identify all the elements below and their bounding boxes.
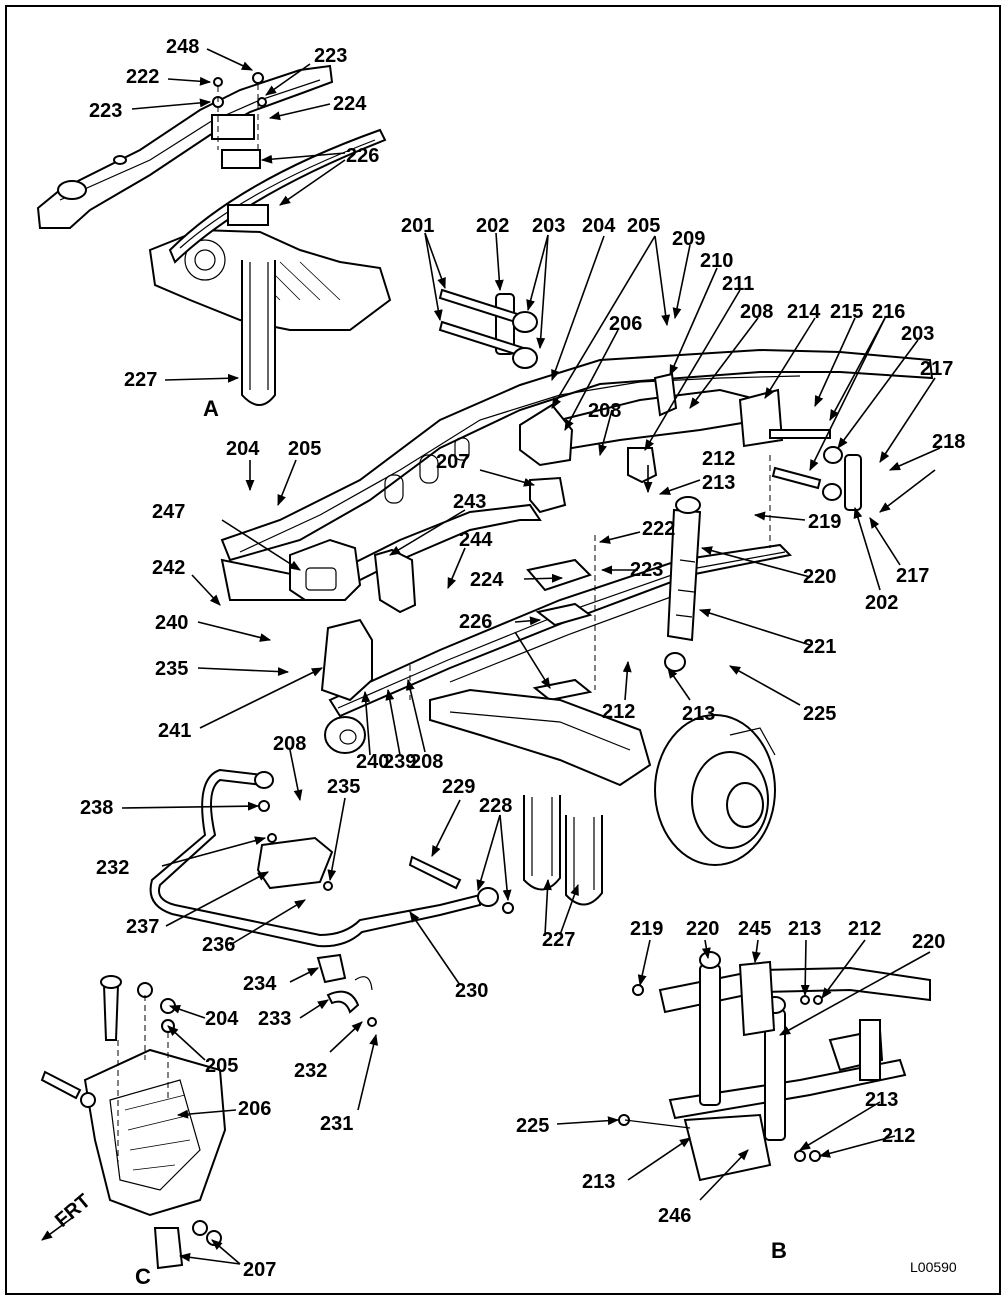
callout-244: 244 xyxy=(459,529,493,551)
view-b-drawing xyxy=(618,951,931,1182)
callout-206: 206 xyxy=(238,1098,271,1120)
callout-221: 221 xyxy=(803,636,836,658)
callout-219: 219 xyxy=(808,511,841,533)
callout-209: 209 xyxy=(672,228,705,250)
callout-212: 212 xyxy=(602,701,635,723)
callout-212: 212 xyxy=(702,448,735,470)
callout-212: 212 xyxy=(882,1125,915,1147)
callout-203: 203 xyxy=(532,215,565,237)
callout-208: 208 xyxy=(273,733,306,755)
view-label-c: C xyxy=(135,1264,151,1289)
callout-227: 227 xyxy=(542,929,575,951)
callout-214: 214 xyxy=(787,301,821,323)
callout-213: 213 xyxy=(865,1089,898,1111)
callout-205: 205 xyxy=(627,215,660,237)
callout-220: 220 xyxy=(803,566,836,588)
callout-220: 220 xyxy=(912,931,945,953)
view-label-b: B xyxy=(771,1238,787,1263)
callout-230: 230 xyxy=(455,980,488,1002)
callout-207: 207 xyxy=(436,451,469,473)
callout-231: 231 xyxy=(320,1113,353,1135)
callout-234: 234 xyxy=(243,973,277,995)
callout-202: 202 xyxy=(865,592,898,614)
callout-203: 203 xyxy=(901,323,934,345)
callout-211: 211 xyxy=(722,273,754,295)
callout-240: 240 xyxy=(356,751,389,773)
callout-237: 237 xyxy=(126,916,159,938)
callout-222: 222 xyxy=(642,518,675,540)
main-assembly-drawing xyxy=(220,288,934,866)
callout-208: 208 xyxy=(588,400,621,422)
figure-code: L00590 xyxy=(910,1259,957,1275)
callout-232: 232 xyxy=(294,1060,327,1082)
callout-248: 248 xyxy=(166,36,199,58)
callout-238: 238 xyxy=(80,797,113,819)
callout-235: 235 xyxy=(155,658,188,680)
callout-218: 218 xyxy=(932,431,965,453)
callout-215: 215 xyxy=(830,301,863,323)
frt-direction-label: FRT xyxy=(51,1190,95,1232)
callout-225: 225 xyxy=(516,1115,549,1137)
callout-217: 217 xyxy=(920,358,953,380)
callout-labels: 248 222 223 223 224 226 227 A 201 202 20… xyxy=(51,36,965,1289)
callout-242: 242 xyxy=(152,557,185,579)
callout-204: 204 xyxy=(226,438,260,460)
view-label-a: A xyxy=(203,396,219,421)
callout-212: 212 xyxy=(848,918,881,940)
callout-241: 241 xyxy=(158,720,191,742)
callout-229: 229 xyxy=(442,776,475,798)
callout-227: 227 xyxy=(124,369,157,391)
callout-222: 222 xyxy=(126,66,159,88)
callout-216: 216 xyxy=(872,301,905,323)
callout-224: 224 xyxy=(333,93,367,115)
view-a-drawing xyxy=(36,64,392,406)
callout-243: 243 xyxy=(453,491,486,513)
callout-223: 223 xyxy=(89,100,122,122)
view-c-drawing xyxy=(40,975,227,1270)
callout-245: 245 xyxy=(738,918,771,940)
callout-246: 246 xyxy=(658,1205,691,1227)
callout-232: 232 xyxy=(96,857,129,879)
callout-213: 213 xyxy=(682,703,715,725)
diagram-border xyxy=(5,5,1001,1295)
callout-226: 226 xyxy=(459,611,492,633)
stabilizer-bar-drawing xyxy=(149,768,603,1027)
callout-239: 239 xyxy=(383,751,416,773)
callout-213: 213 xyxy=(702,472,735,494)
callout-208: 208 xyxy=(410,751,443,773)
callout-225: 225 xyxy=(803,703,836,725)
callout-202: 202 xyxy=(476,215,509,237)
callout-208: 208 xyxy=(740,301,773,323)
callout-204: 204 xyxy=(582,215,616,237)
callout-224: 224 xyxy=(470,569,504,591)
callout-235: 235 xyxy=(327,776,360,798)
callout-217: 217 xyxy=(896,565,929,587)
callout-210: 210 xyxy=(700,250,733,272)
callout-240: 240 xyxy=(155,612,188,634)
leader-lines xyxy=(41,48,941,1265)
callout-205: 205 xyxy=(205,1055,238,1077)
callout-219: 219 xyxy=(630,918,663,940)
callout-206: 206 xyxy=(609,313,642,335)
callout-236: 236 xyxy=(202,934,235,956)
callout-213: 213 xyxy=(582,1171,615,1193)
callout-228: 228 xyxy=(479,795,512,817)
callout-204: 204 xyxy=(205,1008,239,1030)
callout-205: 205 xyxy=(288,438,321,460)
callout-207: 207 xyxy=(243,1259,276,1281)
callout-247: 247 xyxy=(152,501,185,523)
callout-233: 233 xyxy=(258,1008,291,1030)
callout-220: 220 xyxy=(686,918,719,940)
callout-223: 223 xyxy=(630,559,663,581)
callout-223: 223 xyxy=(314,45,347,67)
callout-226: 226 xyxy=(346,145,379,167)
callout-201: 201 xyxy=(401,215,434,237)
callout-213: 213 xyxy=(788,918,821,940)
